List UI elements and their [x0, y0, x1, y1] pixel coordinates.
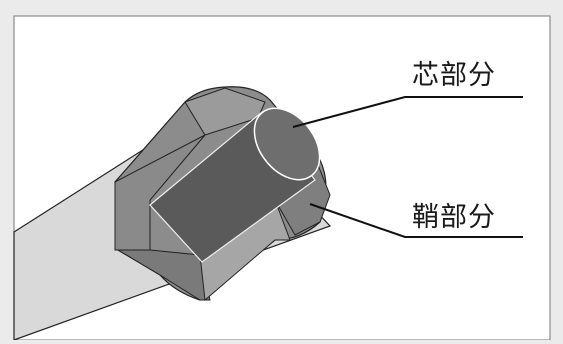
- core-leader-line: [292, 96, 523, 128]
- sheath-label: 鞘部分: [412, 202, 496, 233]
- core-end: [253, 107, 321, 181]
- sheath-face-top: [184, 87, 266, 136]
- sheath-leader-line: [309, 203, 523, 238]
- core-label: 芯部分: [412, 60, 496, 91]
- sheath-face-left: [114, 134, 206, 251]
